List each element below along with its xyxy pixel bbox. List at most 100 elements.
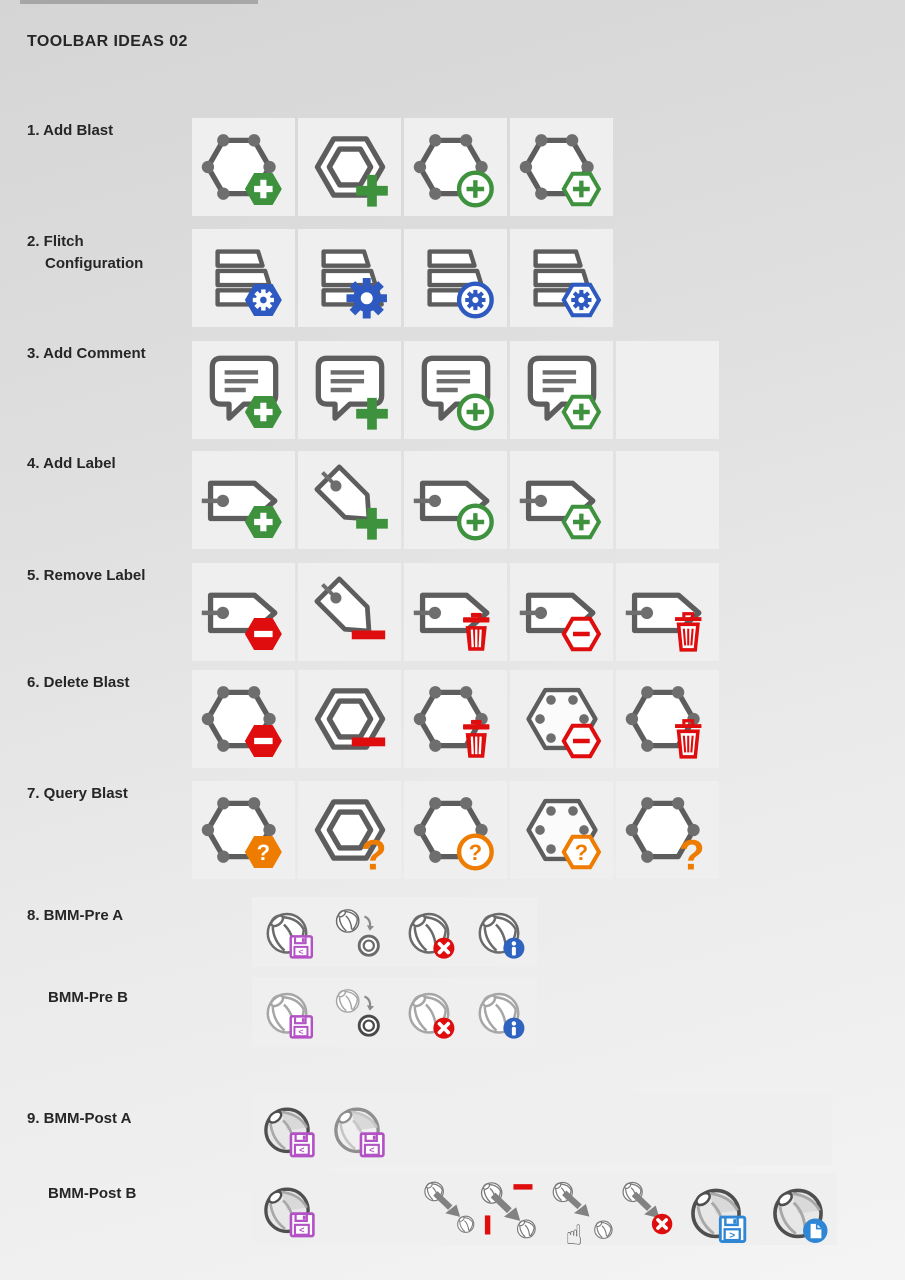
top-shadow-strip [20,0,258,4]
globe-ring-icon [335,909,380,957]
transfer-x-icon [622,1181,673,1235]
row-label: 3. Add Comment [27,343,146,365]
globe-x-icon [408,912,455,959]
icon-tile-comment[interactable] [298,341,401,439]
globe2-save-icon: < [264,1107,315,1158]
icon-tile-blast-node[interactable] [510,118,613,216]
icon-tile-blast-double[interactable]: ? [298,781,401,879]
globe2-save-blue-icon: > [691,1188,747,1243]
icon-tile-blast-node[interactable]: ? [404,781,507,879]
icon-tile-flitch[interactable] [192,229,295,327]
blast-dots-hexout-icon [525,687,601,759]
blast-node-hexsolid-icon [201,134,282,206]
icon-tile-blast-dots[interactable] [510,670,613,768]
transfer-hand-icon: ☝ [552,1181,613,1246]
blast-node-hexsolid-icon [201,686,282,758]
empty-tile [616,451,719,549]
icon-tile-blast-double[interactable] [298,118,401,216]
globe2-doc-icon-slot[interactable] [762,1176,834,1248]
flitch-circle-icon [426,249,494,319]
bmm-post-b-strip: < ☝ > [252,1173,837,1248]
icon-tile-blast-node[interactable] [404,670,507,768]
globe-save-icon-slot[interactable]: < [256,901,318,963]
svg-text:>: > [729,1230,735,1241]
globe2-save-icon-slot[interactable]: < [254,1096,320,1162]
globe-info-light-icon-slot[interactable] [468,981,530,1043]
blast-dots-hexout-icon: ? [525,798,601,870]
icon-tile-tag[interactable] [192,563,295,661]
comment-hexsolid-icon [209,355,282,429]
page-title: TOOLBAR IDEAS 02 [27,33,188,50]
row-label: 4. Add Label [27,453,116,475]
icon-tile-tag[interactable] [192,451,295,549]
blast-double-big-icon [314,688,385,750]
blast-double-big-icon [314,136,388,207]
row-label-text-line2: Configuration [45,255,144,272]
icon-tile-blast-node[interactable]: ? [616,781,719,879]
icon-tile-tag-diag[interactable] [298,451,401,549]
row-label-text: 8. BMM-Pre A [27,907,124,924]
9-bmm-post-a-strip: < < [252,1093,832,1165]
row-label-text: 6. Delete Blast [27,674,130,691]
transfer-icon-slot[interactable] [418,1176,480,1238]
icon-tile-blast-node[interactable] [616,670,719,768]
icon-tile-blast-node[interactable] [192,670,295,768]
transfer-x-icon-slot[interactable] [616,1176,680,1240]
globe2-save-light-icon-slot[interactable]: < [324,1096,390,1162]
icon-tile-tag[interactable] [510,563,613,661]
globe-save-light-icon: < [266,992,314,1039]
globe-ring-icon-slot[interactable] [326,901,388,963]
blast-node-trashout-icon [625,686,701,759]
icon-tile-tag[interactable] [510,451,613,549]
tag-trashout-icon [625,592,701,652]
row-label-text: 9. BMM-Post A [27,1110,132,1127]
comment-big-icon [315,355,388,430]
icon-tile-flitch[interactable] [510,229,613,327]
icon-tile-blast-dots[interactable]: ? [510,781,613,879]
svg-text:?: ? [256,840,269,865]
icon-tile-tag[interactable] [616,563,719,661]
tag-trashsolid-icon [413,592,489,651]
tag-hexout-icon [519,592,601,652]
icon-tile-tag-diag[interactable] [298,563,401,661]
icon-tile-flitch[interactable] [404,229,507,327]
icon-tile-blast-node[interactable] [404,118,507,216]
icon-tile-tag[interactable] [404,563,507,661]
flitch-hexsolid-icon [214,249,282,317]
8-bmm-pre-a-strip: < [252,897,537,967]
icon-tile-comment[interactable] [510,341,613,439]
globe-x-light-icon-slot[interactable] [398,981,460,1043]
tag-diag-big-icon [314,576,385,640]
tag-hexsolid-icon [201,592,282,651]
icon-tile-comment[interactable] [404,341,507,439]
blast-node-circle-icon: ? [413,797,494,871]
globe-info-icon [478,912,525,959]
empty-tile [616,341,719,439]
bmm-pre-b-strip: < [252,977,537,1047]
icon-tile-blast-node[interactable] [192,118,295,216]
globe-ring-light-icon-slot[interactable] [326,981,388,1043]
globe-save-light-icon-slot[interactable]: < [256,981,318,1043]
transfer-minus-icon-slot[interactable] [474,1176,542,1244]
blast-node-trashsolid-icon [413,686,489,758]
blast-double-big-icon: ? [314,799,386,874]
row-label: 7. Query Blast [27,783,128,805]
icon-tile-blast-node[interactable]: ? [192,781,295,879]
globe2-save-icon-slot[interactable]: < [254,1176,320,1242]
icon-tile-comment[interactable] [192,341,295,439]
transfer-hand-icon-slot[interactable]: ☝ [546,1176,616,1246]
row-label: BMM-Post B [48,1183,136,1205]
comment-hexout-icon [527,355,601,430]
svg-text:<: < [369,1145,375,1155]
globe2-save-blue-icon-slot[interactable]: > [680,1176,752,1248]
tag-hexsolid-icon [201,480,282,539]
icon-tile-tag[interactable] [404,451,507,549]
row-label-text: BMM-Pre B [48,989,129,1006]
icon-tile-blast-double[interactable] [298,670,401,768]
globe-x-light-icon [408,992,455,1039]
globe-info-icon-slot[interactable] [468,901,530,963]
globe2-save-light-icon: < [334,1107,385,1158]
globe-x-icon-slot[interactable] [398,901,460,963]
icon-tile-flitch[interactable] [298,229,401,327]
row-label: 9. BMM-Post A [27,1108,131,1130]
